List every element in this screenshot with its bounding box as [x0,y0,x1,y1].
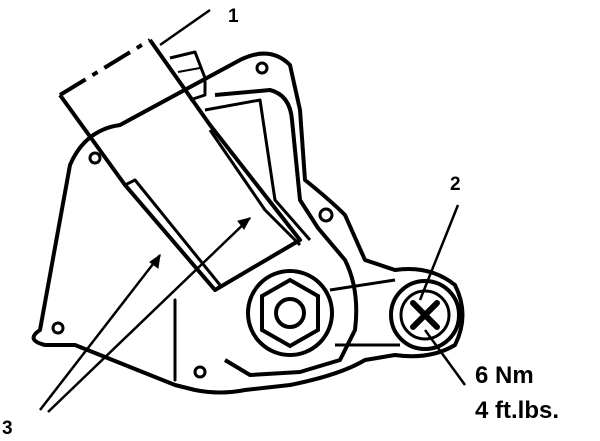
adjustment-bolt [389,279,461,351]
torque-imperial: 4 ft.lbs. [475,397,559,424]
leader-line-3a [39,254,161,411]
housing-plate [31,51,465,395]
mounting-hole-top [255,61,269,75]
leader-line-torque [423,329,467,386]
mounting-holes [51,61,334,379]
leader-line-3b [47,217,251,413]
housing-inner [204,88,359,377]
callout-1: 1 [228,6,239,27]
switch-body [58,38,302,292]
torque-metric: 6 Nm [475,362,534,389]
leader-line-1 [159,8,211,47]
arrowhead-3b [237,217,251,230]
leader-lines [39,8,467,413]
mounting-hole-left [88,151,102,165]
leader-line-2 [418,204,460,301]
mounting-hole-bottom-left [51,321,65,335]
shaft-nut [246,269,334,357]
callout-2: 2 [450,174,461,195]
arrowhead-3a [149,253,161,269]
lever-arm [329,278,400,347]
callout-3: 3 [2,418,13,439]
mounting-hole-bottom [193,365,207,379]
mounting-hole-right [318,207,334,223]
